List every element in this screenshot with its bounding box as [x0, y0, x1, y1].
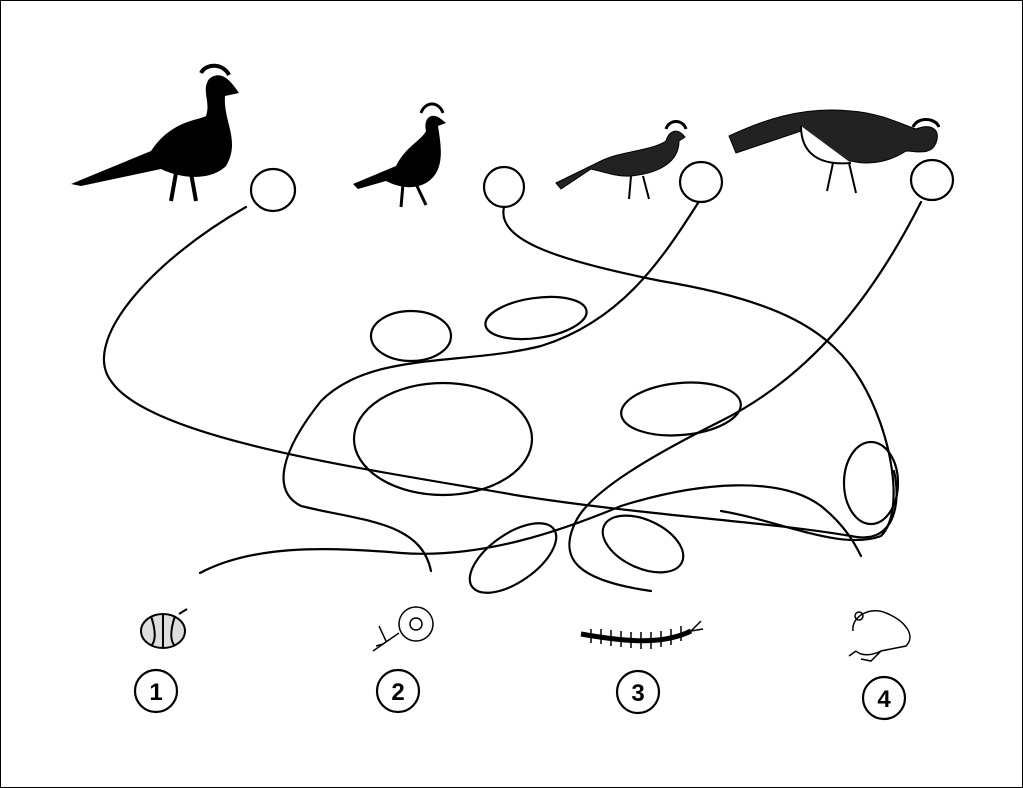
maze-path-5 — [198, 484, 863, 575]
maze-loop — [620, 381, 742, 437]
flower-icon — [372, 606, 434, 652]
answer-number: 3 — [631, 680, 644, 707]
answer-label-2: 2 — [375, 668, 421, 714]
answer-label-1: 1 — [133, 668, 179, 714]
maze-loop — [842, 440, 900, 526]
answer-number: 1 — [149, 679, 162, 706]
answer-number: 2 — [391, 679, 404, 706]
curassow-bird-1-icon — [71, 63, 239, 202]
answer-circle-bird-1[interactable] — [249, 167, 297, 213]
maze-path-1 — [102, 205, 898, 539]
maze-path-2 — [502, 205, 895, 542]
curassow-bird-4-icon — [728, 109, 941, 194]
answer-circle-bird-4[interactable] — [909, 158, 955, 202]
centipede-icon — [580, 620, 704, 649]
answer-label-4: 4 — [861, 675, 907, 721]
answer-circle-bird-3[interactable] — [678, 160, 724, 204]
curassow-bird-2-icon — [353, 102, 446, 208]
maze-loop — [484, 295, 588, 341]
maze-path-3 — [282, 201, 700, 573]
maze-loop — [601, 514, 685, 574]
maze-loop — [369, 309, 453, 363]
curassow-bird-3-icon — [555, 120, 688, 200]
maze-loop — [352, 381, 534, 497]
frog-icon — [848, 610, 911, 662]
maze-loop — [468, 522, 558, 594]
answer-circle-bird-2[interactable] — [482, 165, 526, 209]
answer-number: 4 — [877, 686, 891, 713]
maze-path-4 — [568, 200, 923, 593]
fruit-icon — [140, 608, 188, 649]
answer-label-3: 3 — [615, 669, 661, 715]
